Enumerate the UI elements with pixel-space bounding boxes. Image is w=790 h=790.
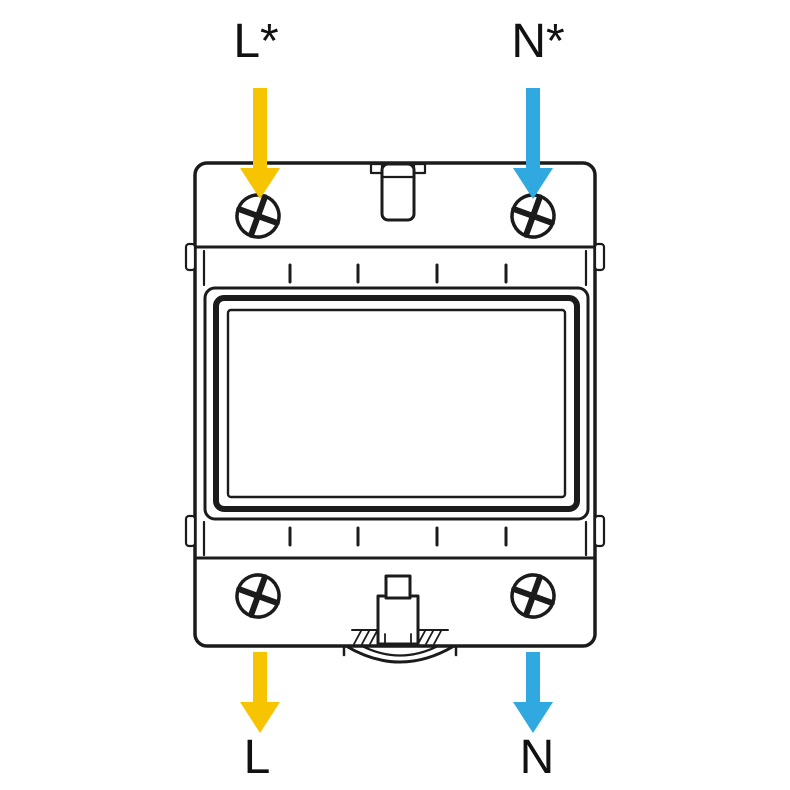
input-neutral-label: N* <box>511 15 565 68</box>
upper-seam-band <box>195 245 595 287</box>
input-line-label: L* <box>233 15 279 68</box>
lower-seam-band <box>195 520 595 560</box>
terminal-screw-top-right <box>510 193 556 239</box>
meter-device <box>184 161 606 664</box>
line-output-arrow <box>240 652 280 733</box>
neutral-output-arrow <box>513 652 553 733</box>
flow-arrows <box>240 88 553 733</box>
side-nubs <box>184 242 606 548</box>
mounting-tab-top <box>369 162 427 222</box>
line-input-arrow <box>240 88 280 199</box>
mounting-tab-bottom <box>376 574 420 646</box>
terminal-screw-bottom-right <box>510 573 556 619</box>
terminal-screw-top-left <box>235 193 281 239</box>
terminal-screw-bottom-left <box>235 573 281 619</box>
din-clip <box>342 644 458 664</box>
output-neutral-label: N <box>519 731 555 784</box>
display-window <box>203 286 590 521</box>
output-line-label: L <box>243 731 271 784</box>
display-screen <box>226 308 567 499</box>
neutral-input-arrow <box>513 88 553 199</box>
